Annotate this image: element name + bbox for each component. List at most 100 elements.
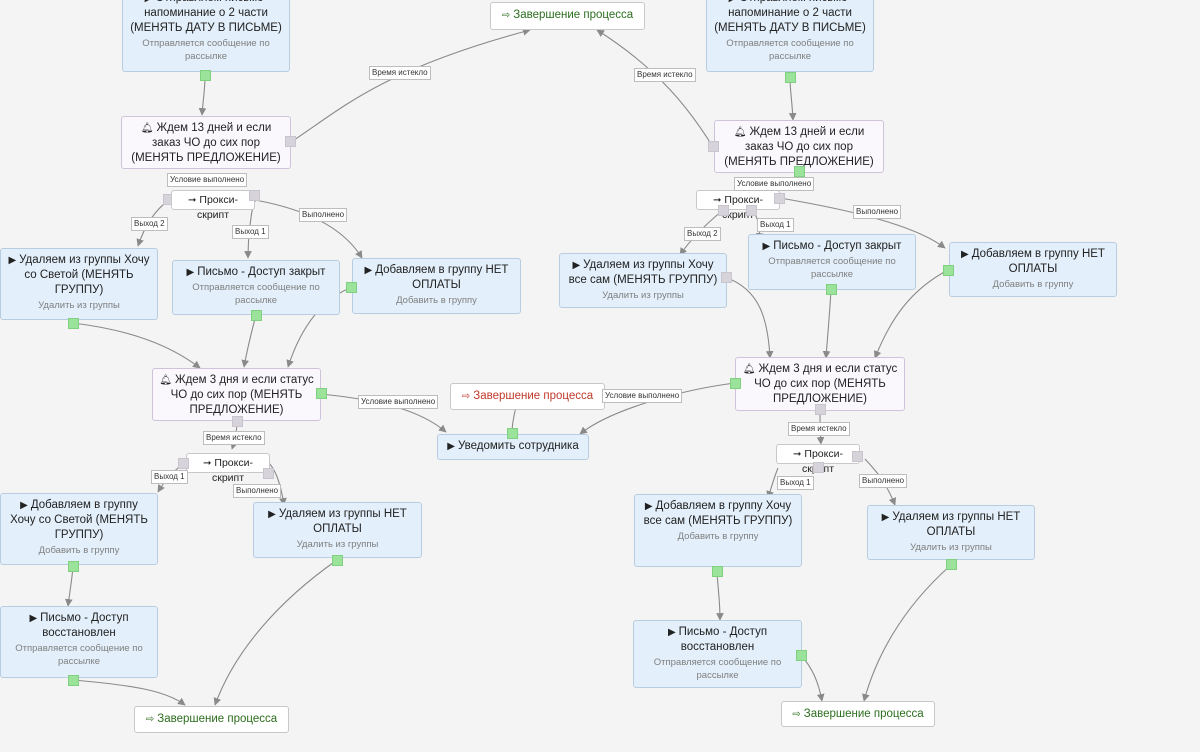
play-triangle-icon: ▶ xyxy=(447,441,455,452)
node-proxy-script-2-right[interactable]: ➞Прокси-скрипт xyxy=(776,444,860,475)
node-add-group-hochu-right[interactable]: ▶Добавляем в группу Хочу все сам (МЕНЯТЬ… xyxy=(634,494,802,567)
success-port[interactable] xyxy=(712,566,723,577)
node-title: Ждем 13 дней и если заказ ЧО до сих пор … xyxy=(724,126,874,168)
play-triangle-icon: ▶ xyxy=(186,267,195,278)
node-title: Письмо - Доступ закрыт xyxy=(773,240,902,252)
timeout-port[interactable] xyxy=(708,141,719,152)
node-add-group-no-payment-right[interactable]: ▶Добавляем в группу НЕТ ОПЛАТЫ Добавить … xyxy=(949,242,1117,297)
play-triangle-icon: ▶ xyxy=(572,260,581,271)
node-send-reminder-left[interactable]: ▶Отправляем письмо-напоминание о 2 части… xyxy=(122,0,290,72)
node-letter-access-closed-right[interactable]: ▶Письмо - Доступ закрыт Отправляется соо… xyxy=(748,234,916,290)
exit-icon: ⇨ xyxy=(145,714,155,725)
timeout-port[interactable] xyxy=(285,136,296,147)
play-triangle-icon: ▶ xyxy=(268,509,276,520)
node-proxy-script-2-left[interactable]: ➞Прокси-скрипт xyxy=(186,453,270,484)
node-end-process-middle[interactable]: ⇨Завершение процесса xyxy=(450,383,605,410)
play-triangle-icon: ▶ xyxy=(762,241,771,252)
success-port[interactable] xyxy=(68,675,79,686)
edge xyxy=(268,462,287,506)
edge-label-done: Выполнено xyxy=(853,205,902,219)
edge-label-time-expired: Время истекло xyxy=(203,431,265,445)
edge xyxy=(72,679,186,706)
node-remove-group-hochu-left[interactable]: ▶Удаляем из группы Хочу со Светой (МЕНЯТ… xyxy=(0,248,158,320)
proxy-port[interactable] xyxy=(249,190,260,201)
edge-label-exit-1: Выход 1 xyxy=(232,225,269,239)
success-port[interactable] xyxy=(316,388,327,399)
node-letter-access-closed-left[interactable]: ▶Письмо - Доступ закрыт Отправляется соо… xyxy=(172,260,340,315)
edge-label-exit-2: Выход 2 xyxy=(684,227,721,241)
success-port[interactable] xyxy=(794,166,805,177)
success-port[interactable] xyxy=(251,310,262,321)
proxy-port[interactable] xyxy=(813,462,824,473)
node-wait-3-days-right[interactable]: 🔔︎Ждем 3 дня и если статус ЧО до сих пор… xyxy=(735,357,905,411)
proxy-port[interactable] xyxy=(263,468,274,479)
node-letter-access-restored-left[interactable]: ▶Письмо - Доступ восстановлен Отправляет… xyxy=(0,606,158,678)
node-add-group-no-payment-left[interactable]: ▶Добавляем в группу НЕТ ОПЛАТЫ Добавить … xyxy=(352,258,521,314)
success-port[interactable] xyxy=(785,72,796,83)
success-port[interactable] xyxy=(332,555,343,566)
success-port[interactable] xyxy=(200,70,211,81)
node-letter-access-restored-right[interactable]: ▶Письмо - Доступ восстановлен Отправляет… xyxy=(633,620,802,688)
node-title: Ждем 3 дня и если статус ЧО до сих пор (… xyxy=(754,363,898,405)
play-triangle-icon: ▶ xyxy=(961,249,969,260)
success-port[interactable] xyxy=(68,561,79,572)
edge xyxy=(716,571,724,621)
node-subtitle: Удалить из группы xyxy=(910,542,992,553)
node-send-reminder-right[interactable]: ▶Отправляем письмо-напоминание о 2 части… xyxy=(706,0,874,72)
edge-label-time-expired: Время истекло xyxy=(369,66,431,80)
proxy-port[interactable] xyxy=(721,272,732,283)
node-subtitle: Отправляется сообщение по рассылке xyxy=(142,38,270,62)
node-remove-group-no-payment-right[interactable]: ▶Удаляем из группы НЕТ ОПЛАТЫ Удалить из… xyxy=(867,505,1035,560)
node-add-group-hochu-left[interactable]: ▶Добавляем в группу Хочу со Светой (МЕНЯ… xyxy=(0,493,158,565)
edge-label-exit-2: Выход 2 xyxy=(131,217,168,231)
success-port[interactable] xyxy=(796,650,807,661)
node-end-process-bottom-right[interactable]: ⇨Завершение процесса xyxy=(781,701,935,727)
node-subtitle: Отправляется сообщение по рассылке xyxy=(768,256,896,280)
success-port[interactable] xyxy=(730,378,741,389)
edge xyxy=(873,269,949,359)
node-wait-13-days-right[interactable]: 🔔︎Ждем 13 дней и если заказ ЧО до сих по… xyxy=(714,120,884,173)
timeout-port[interactable] xyxy=(815,404,826,415)
proxy-port[interactable] xyxy=(774,193,785,204)
node-title: Ждем 13 дней и если заказ ЧО до сих пор … xyxy=(131,122,281,164)
node-proxy-script-1-right[interactable]: ➞Прокси-скрипт xyxy=(696,190,780,221)
node-remove-group-no-payment-left[interactable]: ▶Удаляем из группы НЕТ ОПЛАТЫ Удалить из… xyxy=(253,502,422,558)
success-port[interactable] xyxy=(68,318,79,329)
node-end-process-top[interactable]: ⇨Завершение процесса xyxy=(490,2,645,30)
proxy-port[interactable] xyxy=(746,205,757,216)
edge xyxy=(72,322,201,369)
success-port[interactable] xyxy=(346,282,357,293)
proxy-port[interactable] xyxy=(178,458,189,469)
edge xyxy=(290,28,531,143)
edge xyxy=(286,286,353,368)
proxy-port[interactable] xyxy=(718,205,729,216)
node-title: Удаляем из группы Хочу со Светой (МЕНЯТЬ… xyxy=(19,254,150,296)
node-title: Завершение процесса xyxy=(157,713,278,725)
success-port[interactable] xyxy=(507,428,518,439)
node-title: Прокси-скрипт xyxy=(211,457,253,484)
play-triangle-icon: ▶ xyxy=(881,512,890,523)
success-port[interactable] xyxy=(943,265,954,276)
node-title: Удаляем из группы Хочу все сам (МЕНЯТЬ Г… xyxy=(568,259,718,286)
proxy-port[interactable] xyxy=(852,451,863,462)
node-wait-13-days-left[interactable]: 🔔︎Ждем 13 дней и если заказ ЧО до сих по… xyxy=(121,116,291,169)
success-port[interactable] xyxy=(826,284,837,295)
node-remove-group-hochu-right[interactable]: ▶Удаляем из группы Хочу все сам (МЕНЯТЬ … xyxy=(559,253,727,308)
node-title: Завершение процесса xyxy=(513,9,634,21)
node-title: Письмо - Доступ восстановлен xyxy=(40,612,129,639)
timeout-port[interactable] xyxy=(232,416,243,427)
node-subtitle: Добавить в группу xyxy=(992,279,1074,290)
node-title: Ждем 3 дня и если статус ЧО до сих пор (… xyxy=(170,374,314,416)
node-subtitle: Отправляется сообщение по рассылке xyxy=(15,643,143,667)
node-proxy-script-1-left[interactable]: ➞Прокси-скрипт xyxy=(171,190,255,221)
node-subtitle: Удалить из группы xyxy=(602,290,684,301)
play-triangle-icon: ▶ xyxy=(729,0,737,4)
node-wait-3-days-left[interactable]: 🔔︎Ждем 3 дня и если статус ЧО до сих пор… xyxy=(152,368,321,421)
edge-label-condition-met: Условие выполнено xyxy=(602,389,683,403)
edge xyxy=(65,565,74,607)
play-triangle-icon: ▶ xyxy=(20,500,28,511)
success-port[interactable] xyxy=(946,559,957,570)
node-end-process-bottom-left[interactable]: ⇨Завершение процесса xyxy=(134,706,289,733)
edge xyxy=(198,75,207,116)
bell-icon: 🔔︎ xyxy=(742,364,756,375)
